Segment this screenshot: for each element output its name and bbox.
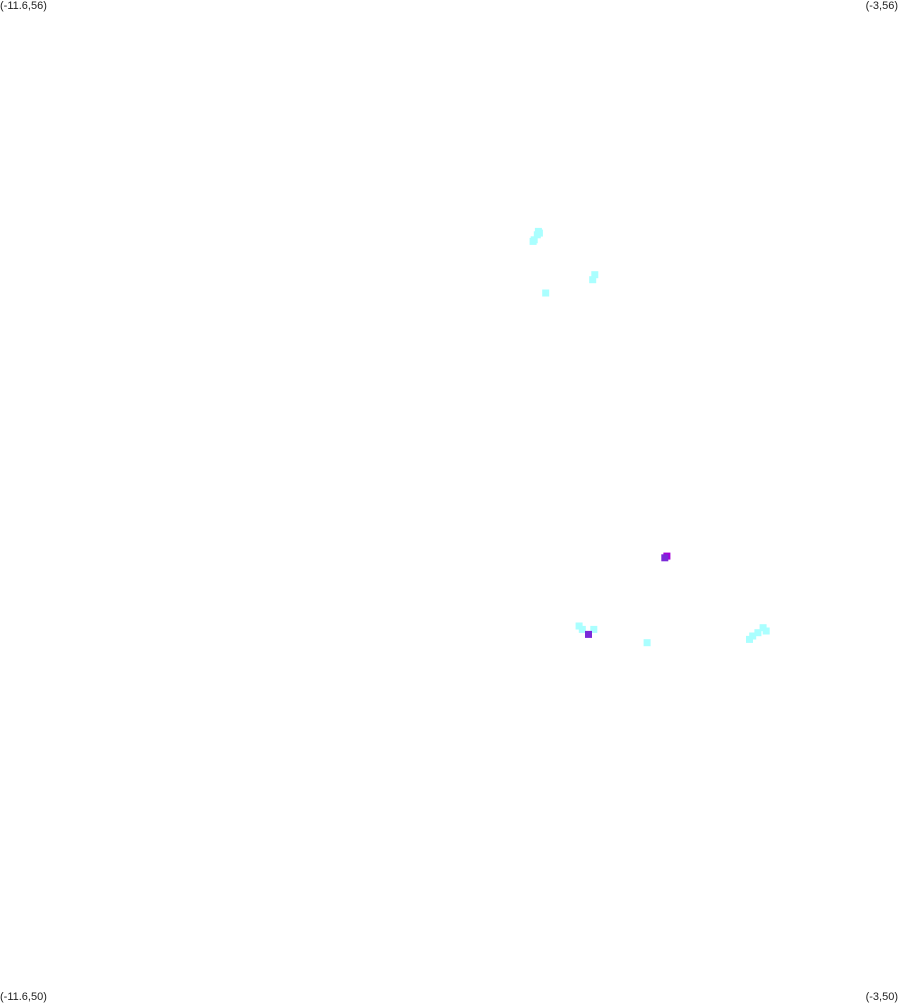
data-point-low (533, 231, 541, 239)
corner-label-top-right: (-3,56) (865, 0, 898, 12)
data-point-mid (661, 554, 669, 562)
data-point-low (643, 639, 651, 647)
data-point-low (591, 271, 599, 279)
data-point-low (762, 627, 770, 635)
data-point-low (590, 625, 598, 633)
data-point-mid (585, 630, 592, 638)
corner-label-top-left: (-11.6,56) (0, 0, 47, 12)
data-point-low (578, 625, 586, 633)
data-point-low (530, 236, 538, 244)
data-point-low (589, 276, 597, 284)
data-point-low (754, 629, 762, 637)
data-point-low (749, 632, 757, 640)
data-point-low (542, 289, 550, 297)
